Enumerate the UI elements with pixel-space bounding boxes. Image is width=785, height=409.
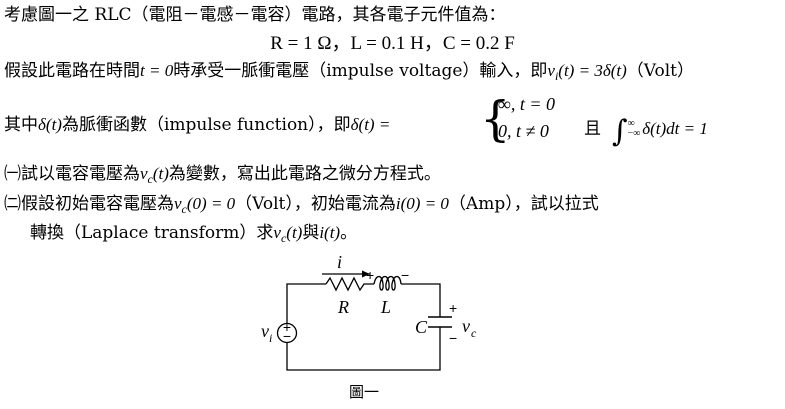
integral-sign: ∫ <box>611 114 628 149</box>
inductor-coil <box>373 275 402 291</box>
current-arrow-head-icon <box>362 270 370 278</box>
q2-line2-end: 。 <box>340 223 358 243</box>
q2-unit1: （Volt），初始電流為 <box>235 194 396 214</box>
integral-limits: ∞−∞ <box>627 119 640 139</box>
inductor-minus-sign: − <box>401 267 409 283</box>
question-one: ㈠試以電容電壓為vc(t)為變數，寫出此電路之微分方程式。 <box>4 163 441 190</box>
resistor-zigzag <box>325 276 374 292</box>
q2-line2-i: i(t) <box>319 223 341 242</box>
q2-pre: 假設初始電容電壓為 <box>21 194 174 214</box>
input-voltage-sub: i <box>554 69 559 83</box>
q1-var: v <box>140 164 148 183</box>
q2-line2-v-sub: c <box>280 231 287 245</box>
resistor-label: R <box>337 297 349 317</box>
current-label: i <box>337 252 342 272</box>
line3-pre: 假設此電路在時間 <box>4 61 140 81</box>
q2-v-sub: c <box>181 202 187 216</box>
q2-v: v <box>174 194 182 213</box>
q1-var-sub: c <box>147 172 153 186</box>
integral-upper: ∞ <box>627 118 635 129</box>
source-minus: − <box>283 328 291 344</box>
capacitor-minus-sign: − <box>449 330 457 346</box>
line4-pre: 其中 <box>4 115 38 135</box>
and-word: 且 <box>584 119 601 139</box>
resistor-plus-sign: + <box>366 267 374 283</box>
q2-line2-v-rest: (t) <box>286 223 303 242</box>
voltage-source-icon <box>276 322 298 344</box>
input-voltage-symbol: v <box>547 61 555 80</box>
source-label: v <box>261 321 269 341</box>
question-two: ㈡假設初始電容電壓為vc(0) = 0（Volt），初始電流為i(0) = 0（… <box>4 193 599 220</box>
source-plus: + <box>283 319 291 335</box>
integral-condition: 且 ∫∞−∞δ(t)dt = 1 <box>584 114 708 149</box>
q2-line2-v: v <box>273 223 281 242</box>
delta-definition-lead: 其中δ(t)為脈衝函數（impulse function），即δ(t) = <box>4 114 390 136</box>
q2-i: i(0) = 0 <box>395 194 449 213</box>
q2-mark: ㈡ <box>4 194 21 214</box>
line3-mid: 時承受一脈衝電壓（impulse voltage）輸入，即 <box>173 61 548 81</box>
capacitor-plus-sign: + <box>449 300 457 316</box>
problem-intro: 考慮圖一之 RLC（電阻－電感－電容）電路，其各電子元件值為： <box>4 5 506 25</box>
integral-lower: −∞ <box>627 128 641 139</box>
capacitor-label: C <box>415 317 428 337</box>
source-label-sub: i <box>269 331 272 345</box>
q1-var-rest: (t) <box>152 164 169 183</box>
capacitor-voltage-sub: c <box>471 326 477 340</box>
capacitor-voltage-label: v <box>462 316 470 336</box>
input-voltage-eq: (t) = 3δ(t) <box>558 61 627 80</box>
cases-brace: { <box>480 91 511 147</box>
case-one: ∞, t = 0 <box>498 94 555 114</box>
q2-unit2: （Amp），試以拉式 <box>448 194 599 214</box>
circuit-wire-top-left <box>286 283 326 323</box>
line4-mid: 為脈衝函數（impulse function），即 <box>61 115 351 135</box>
figure-caption: 圖一 <box>349 383 380 401</box>
q1-pre: 試以電容電壓為 <box>21 164 140 184</box>
time-zero: t = 0 <box>140 61 174 80</box>
q1-post: 為變數，寫出此電路之微分方程式。 <box>168 164 441 184</box>
volt-unit: （Volt） <box>626 61 694 81</box>
delta-symbol: δ(t) <box>38 115 62 134</box>
question-two-continued: 轉換（Laplace transform）求vc(t)與i(t)。 <box>30 222 357 249</box>
q2-line2-and: 與 <box>302 223 320 243</box>
inductor-label: L <box>380 297 391 317</box>
integral-body: δ(t)dt = 1 <box>642 119 708 138</box>
q2-line2-pre: 轉換（Laplace transform）求 <box>30 223 274 243</box>
case-two: 0, t ≠ 0 <box>498 121 549 141</box>
circuit-wire-right <box>401 283 441 317</box>
impulse-input-statement: 假設此電路在時間t = 0時承受一脈衝電壓（impulse voltage）輸入… <box>4 60 694 87</box>
circuit-wire-bottom <box>286 327 441 371</box>
q2-v-rest: (0) = 0 <box>186 194 236 213</box>
component-values: R = 1 Ω，L = 0.1 H，C = 0.2 F <box>270 33 515 54</box>
delta-def-lhs: δ(t) = <box>350 115 391 134</box>
q1-mark: ㈠ <box>4 164 21 184</box>
